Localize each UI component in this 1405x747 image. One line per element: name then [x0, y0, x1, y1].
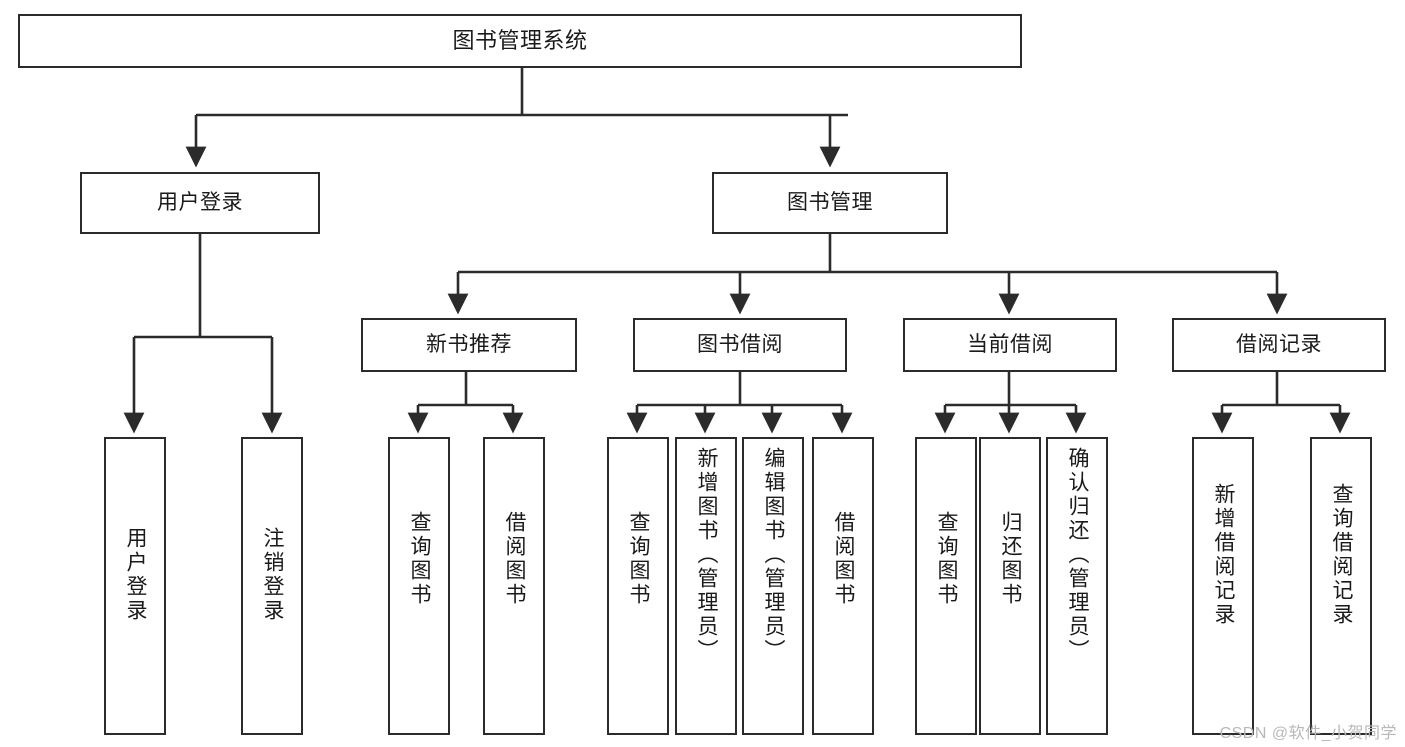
node-root-label: 图书管理系统	[452, 27, 588, 53]
node-leaf-borrow-book-1[interactable]: 借阅图书	[483, 437, 545, 735]
node-user-login[interactable]: 用户登录	[80, 172, 320, 234]
node-leaf-logout[interactable]: 注销登录	[241, 437, 303, 735]
node-book-borrow[interactable]: 图书借阅	[633, 318, 847, 372]
node-current-borrow-label: 当前借阅	[967, 333, 1053, 357]
node-leaf-add-book[interactable]: 新增图书（管理员）	[675, 437, 737, 735]
node-borrow-record-label: 借阅记录	[1236, 333, 1322, 357]
node-leaf-query-book-1[interactable]: 查询图书	[388, 437, 450, 735]
node-leaf-borrow-book-2[interactable]: 借阅图书	[812, 437, 874, 735]
node-leaf-query-book-1-label: 查询图书	[408, 511, 432, 607]
node-leaf-query-record[interactable]: 查询借阅记录	[1310, 437, 1372, 735]
node-new-book-recommend[interactable]: 新书推荐	[361, 318, 577, 372]
node-leaf-return-book-label: 归还图书	[999, 511, 1023, 607]
node-leaf-query-book-3[interactable]: 查询图书	[915, 437, 977, 735]
node-leaf-query-book-3-label: 查询图书	[935, 511, 959, 607]
node-leaf-add-record-label: 新增借阅记录	[1212, 483, 1236, 627]
node-leaf-confirm-return[interactable]: 确认归还（管理员）	[1046, 437, 1108, 735]
node-borrow-record[interactable]: 借阅记录	[1172, 318, 1386, 372]
node-leaf-return-book[interactable]: 归还图书	[979, 437, 1041, 735]
node-leaf-confirm-return-label: 确认归还（管理员）	[1066, 447, 1090, 663]
watermark: CSDN @软件_小贺同学	[1219, 725, 1397, 742]
node-leaf-add-record[interactable]: 新增借阅记录	[1192, 437, 1254, 735]
node-leaf-edit-book[interactable]: 编辑图书（管理员）	[742, 437, 804, 735]
node-leaf-logout-label: 注销登录	[261, 527, 285, 623]
node-book-borrow-label: 图书借阅	[697, 333, 783, 357]
node-leaf-edit-book-label: 编辑图书（管理员）	[762, 447, 786, 663]
node-leaf-user-login-label: 用户登录	[124, 527, 148, 623]
node-leaf-query-book-2[interactable]: 查询图书	[607, 437, 669, 735]
node-leaf-add-book-label: 新增图书（管理员）	[695, 447, 719, 663]
node-leaf-query-record-label: 查询借阅记录	[1330, 483, 1354, 627]
node-leaf-borrow-book-1-label: 借阅图书	[503, 511, 527, 607]
node-book-manage-label: 图书管理	[787, 191, 873, 215]
node-leaf-user-login[interactable]: 用户登录	[104, 437, 166, 735]
node-root[interactable]: 图书管理系统	[18, 14, 1022, 68]
node-current-borrow[interactable]: 当前借阅	[903, 318, 1117, 372]
node-leaf-borrow-book-2-label: 借阅图书	[832, 511, 856, 607]
node-user-login-label: 用户登录	[157, 191, 243, 215]
node-book-manage[interactable]: 图书管理	[712, 172, 948, 234]
node-new-book-recommend-label: 新书推荐	[426, 333, 512, 357]
node-leaf-query-book-2-label: 查询图书	[627, 511, 651, 607]
